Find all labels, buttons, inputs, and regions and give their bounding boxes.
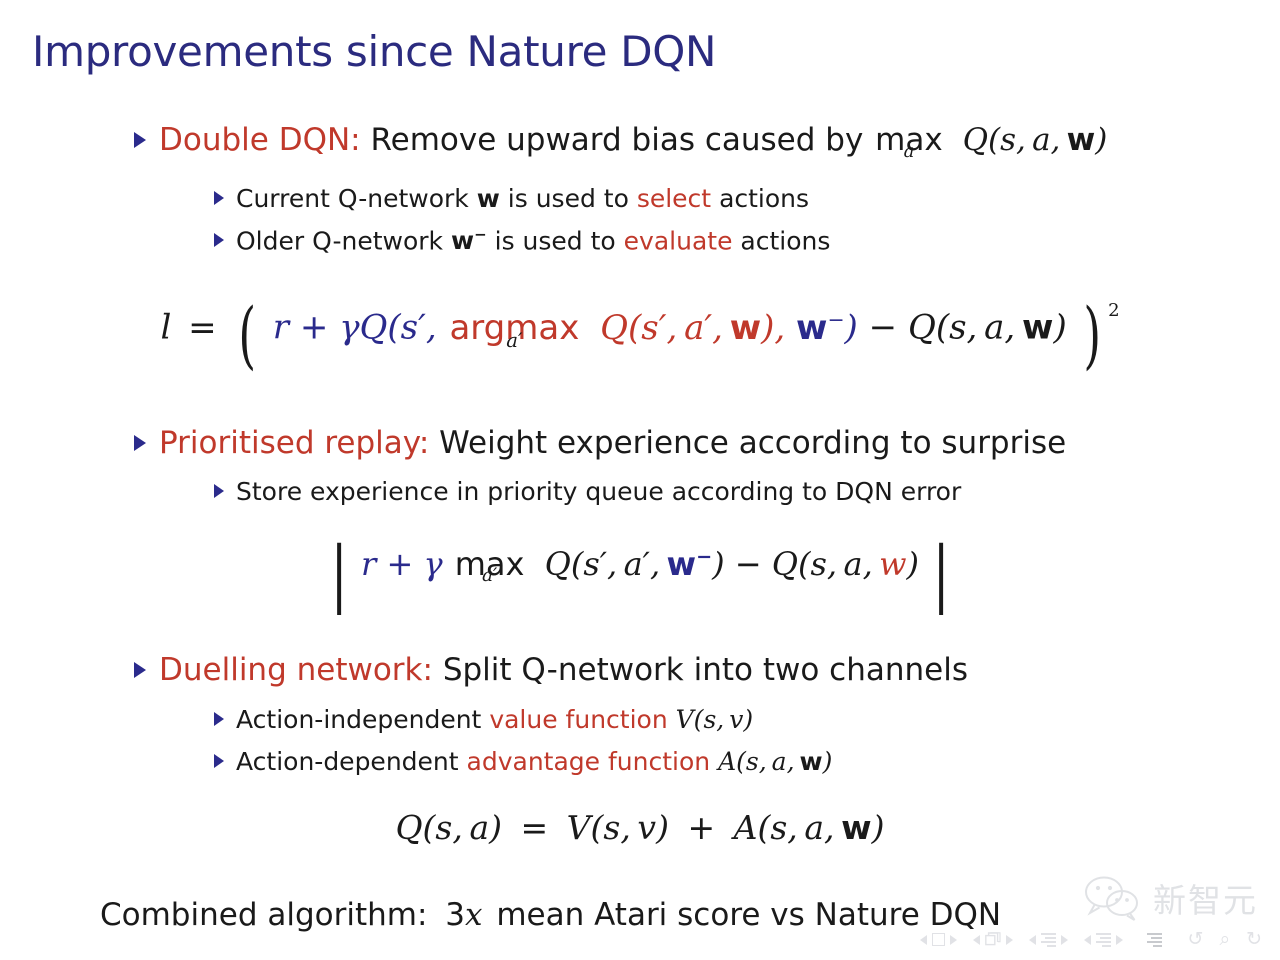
- sub-bullet-older-qnetwork: Older Q-network w− is used to evaluate a…: [214, 226, 830, 257]
- sub-bullet-text-pre: Action-dependent: [236, 747, 459, 776]
- frames-icon[interactable]: [984, 932, 1001, 947]
- sub-bullet-text-pre: Store experience in priority queue accor…: [236, 477, 962, 506]
- eq3-lhs: Q(s, a): [395, 808, 503, 847]
- prev-section-icon[interactable]: [1083, 934, 1091, 945]
- sub-bullet-emphasis: evaluate: [623, 226, 733, 256]
- beamer-navigation-bar[interactable]: ↺ ⌕ ↻: [919, 928, 1262, 950]
- bullet-text: Split Q-network into two channels: [442, 652, 968, 688]
- eq-black-tail: − Q(s, a, w): [868, 307, 1078, 348]
- w-minus-symbol: w−: [666, 545, 713, 583]
- summary-line: Combined algorithm: 3x mean Atari score …: [100, 897, 1001, 933]
- bullet-triangle-icon: [214, 191, 224, 205]
- slide-nav-group[interactable]: [919, 933, 957, 946]
- square-icon[interactable]: [931, 933, 945, 946]
- back-icon[interactable]: ↺: [1187, 928, 1204, 950]
- bullet-triangle-icon: [134, 661, 146, 678]
- watermark: 新智元: [1081, 872, 1258, 924]
- sub-bullet-text-pre: Current Q-network: [236, 184, 469, 213]
- sub-bullet-text-mid: is used to: [494, 226, 616, 256]
- sub-bullet-advantage-function: Action-dependent advantage function A(s,…: [214, 747, 832, 778]
- bullet-double-dqn: Double DQN: Remove upward bias caused by…: [134, 122, 1108, 163]
- frame-nav-group[interactable]: [972, 932, 1013, 947]
- prev-subsection-icon[interactable]: [1028, 934, 1036, 945]
- watermark-text: 新智元: [1153, 881, 1258, 920]
- sub-bullet-current-qnetwork: Current Q-network w is used to select ac…: [214, 184, 809, 215]
- bullet-duelling-network: Duelling network: Split Q-network into t…: [134, 652, 968, 689]
- wechat-icon: [1085, 876, 1138, 921]
- big-paren-open: (: [238, 293, 257, 379]
- toc-lines-icon[interactable]: [1146, 932, 1162, 947]
- bullet-heading: Duelling network:: [159, 652, 433, 688]
- prev-slide-icon[interactable]: [919, 934, 927, 945]
- sub-bullet-emphasis: advantage function: [466, 747, 711, 776]
- sub-bullet-store-experience: Store experience in priority queue accor…: [214, 477, 961, 508]
- bullet-text: Remove upward bias caused by: [370, 122, 864, 158]
- bullet-triangle-icon: [214, 712, 224, 726]
- lines-icon[interactable]: [1095, 932, 1111, 947]
- summary-label: Combined algorithm:: [100, 897, 428, 933]
- sub-bullet-text-post: actions: [740, 226, 831, 256]
- forward-icon[interactable]: ↻: [1246, 928, 1262, 950]
- eq-blue-wminus: w−): [796, 306, 858, 348]
- sub-bullet-text-pre: Action-independent: [236, 705, 482, 734]
- eq2-blue-term: r + γ: [360, 545, 443, 583]
- sub-bullet-emphasis: value function: [489, 705, 668, 734]
- summary-rest: mean Atari score vs Nature DQN: [496, 897, 1002, 933]
- bullet-triangle-icon: [214, 754, 224, 768]
- bullet-triangle-icon: [134, 434, 146, 451]
- sub-bullet-text-mid: is used to: [507, 184, 629, 213]
- bullet-text: Weight experience according to surprise: [439, 425, 1067, 461]
- eq-exponent: 2: [1108, 300, 1120, 321]
- eq-blue-term-1: r + γQ(s′,: [272, 307, 448, 348]
- summary-value: 3: [445, 897, 466, 933]
- bullet-prioritised-replay: Prioritised replay: Weight experience ac…: [134, 425, 1066, 462]
- abs-bar-open: |: [330, 531, 348, 616]
- section-nav-group[interactable]: [1083, 932, 1123, 947]
- bullet-triangle-icon: [214, 233, 224, 248]
- sub-bullet-text-pre: Older Q-network: [236, 226, 444, 256]
- big-paren-close: ): [1082, 293, 1101, 379]
- next-section-icon[interactable]: [1115, 934, 1123, 945]
- bullet-triangle-icon: [134, 131, 146, 148]
- bullet-triangle-icon: [214, 484, 224, 498]
- lines-icon[interactable]: [1040, 932, 1056, 947]
- next-frame-icon[interactable]: [1005, 934, 1013, 945]
- sub-bullet-math: A(s, a, w): [718, 747, 833, 776]
- w-red-symbol: w: [879, 545, 907, 583]
- next-slide-icon[interactable]: [949, 934, 957, 945]
- equation-duelling-decomposition: Q(s, a) = V(s, v) + A(s, a, w): [395, 808, 885, 847]
- eq3-rhs1: V(s, v): [566, 808, 669, 847]
- sub-bullet-value-function: Action-independent value function V(s, v…: [214, 705, 753, 736]
- next-subsection-icon[interactable]: [1060, 934, 1068, 945]
- search-icon[interactable]: ⌕: [1219, 928, 1231, 950]
- prev-frame-icon[interactable]: [972, 934, 980, 945]
- page-title: Improvements since Nature DQN: [32, 27, 717, 76]
- bullet-heading: Double DQN:: [159, 122, 361, 158]
- w-symbol: w: [476, 184, 500, 213]
- eq3-rhs2: A(s, a, w): [733, 808, 885, 847]
- bullet-heading: Prioritised replay:: [159, 425, 430, 461]
- sub-bullet-math: V(s, v): [675, 705, 754, 734]
- abs-bar-close: |: [932, 531, 950, 616]
- sub-bullet-text-post: actions: [719, 184, 810, 213]
- w-minus-symbol: w−: [450, 226, 487, 256]
- subsection-nav-group[interactable]: [1028, 932, 1068, 947]
- sub-bullet-emphasis: select: [636, 184, 712, 213]
- summary-unit: x: [465, 897, 483, 933]
